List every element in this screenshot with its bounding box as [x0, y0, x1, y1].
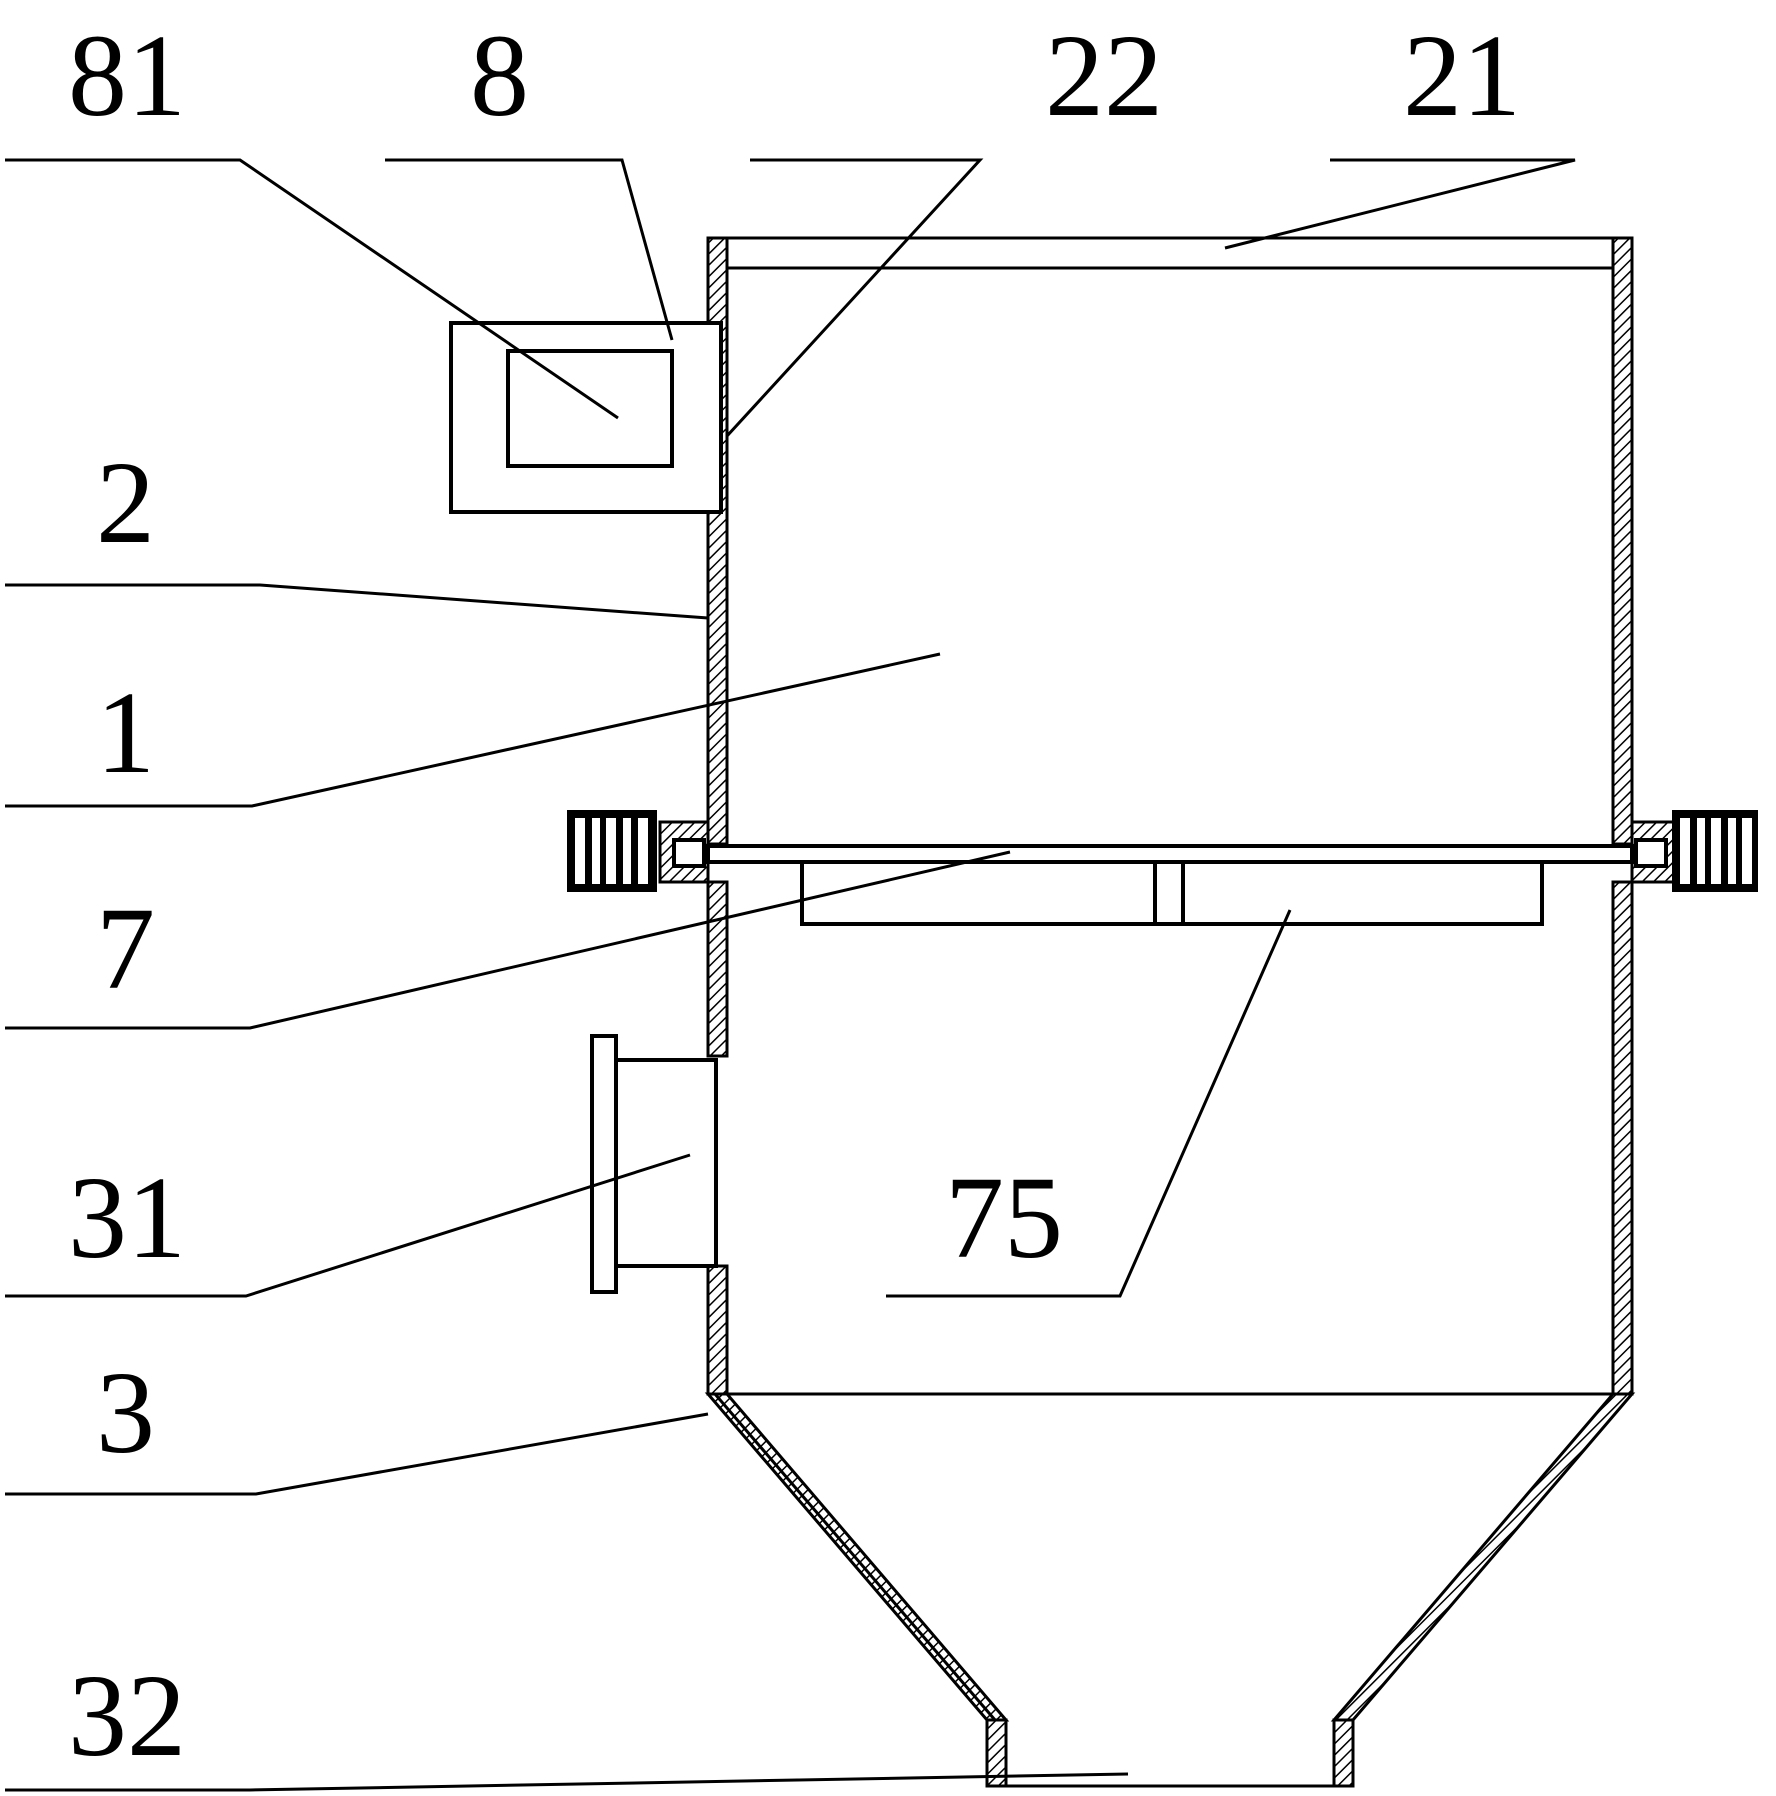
leader-22 — [725, 158, 984, 438]
label-7: 7 — [96, 883, 155, 1014]
leader-7 — [5, 850, 1011, 1030]
lower-cylinder — [706, 880, 1634, 1396]
leader-31 — [5, 1153, 691, 1298]
label-21: 21 — [1403, 10, 1521, 141]
outlet-right-wall — [1332, 1718, 1355, 1788]
label-3: 3 — [96, 1347, 155, 1478]
leader-21 — [1224, 158, 1576, 250]
label-2: 2 — [96, 437, 155, 568]
left-flange-slot — [672, 838, 706, 868]
label-81: 81 — [68, 10, 186, 141]
side-inlet — [590, 1034, 718, 1294]
right-flange-slot — [1634, 838, 1668, 868]
rotary-shaft — [706, 844, 1634, 864]
scraper-paddle — [800, 860, 1544, 926]
motor — [506, 349, 674, 468]
left-bolt — [567, 810, 657, 892]
leader-75 — [886, 909, 1292, 1298]
right-cone-wall — [1330, 1392, 1636, 1722]
right-bolt — [1672, 810, 1758, 892]
motor-assembly — [449, 321, 723, 514]
leader-32 — [5, 1772, 1129, 1792]
label-31: 31 — [68, 1152, 186, 1283]
lower-left-wall-upper — [706, 880, 729, 1058]
lower-right-wall — [1611, 880, 1634, 1396]
left-cone-wall — [704, 1392, 1010, 1722]
leader-3 — [5, 1412, 709, 1496]
label-22: 22 — [1045, 10, 1163, 141]
leader-8 — [385, 158, 674, 341]
label-8: 8 — [470, 10, 529, 141]
reference-numerals: 81 8 22 21 2 1 7 31 75 3 32 — [68, 10, 1521, 1781]
label-1: 1 — [96, 667, 155, 798]
lower-left-wall-lower — [706, 1264, 729, 1396]
leader-2 — [5, 583, 709, 620]
left-cone-inner — [713, 1393, 997, 1721]
leader-lines — [5, 158, 1576, 1792]
conical-hopper — [704, 1392, 1636, 1788]
label-32: 32 — [68, 1650, 186, 1781]
inlet-flange — [590, 1034, 618, 1294]
leader-1 — [5, 652, 941, 808]
paddle-hub — [1153, 860, 1185, 926]
leader-81 — [5, 158, 619, 420]
upper-cylinder — [706, 236, 1634, 846]
label-75: 75 — [945, 1152, 1063, 1283]
upper-right-wall — [1611, 236, 1634, 846]
